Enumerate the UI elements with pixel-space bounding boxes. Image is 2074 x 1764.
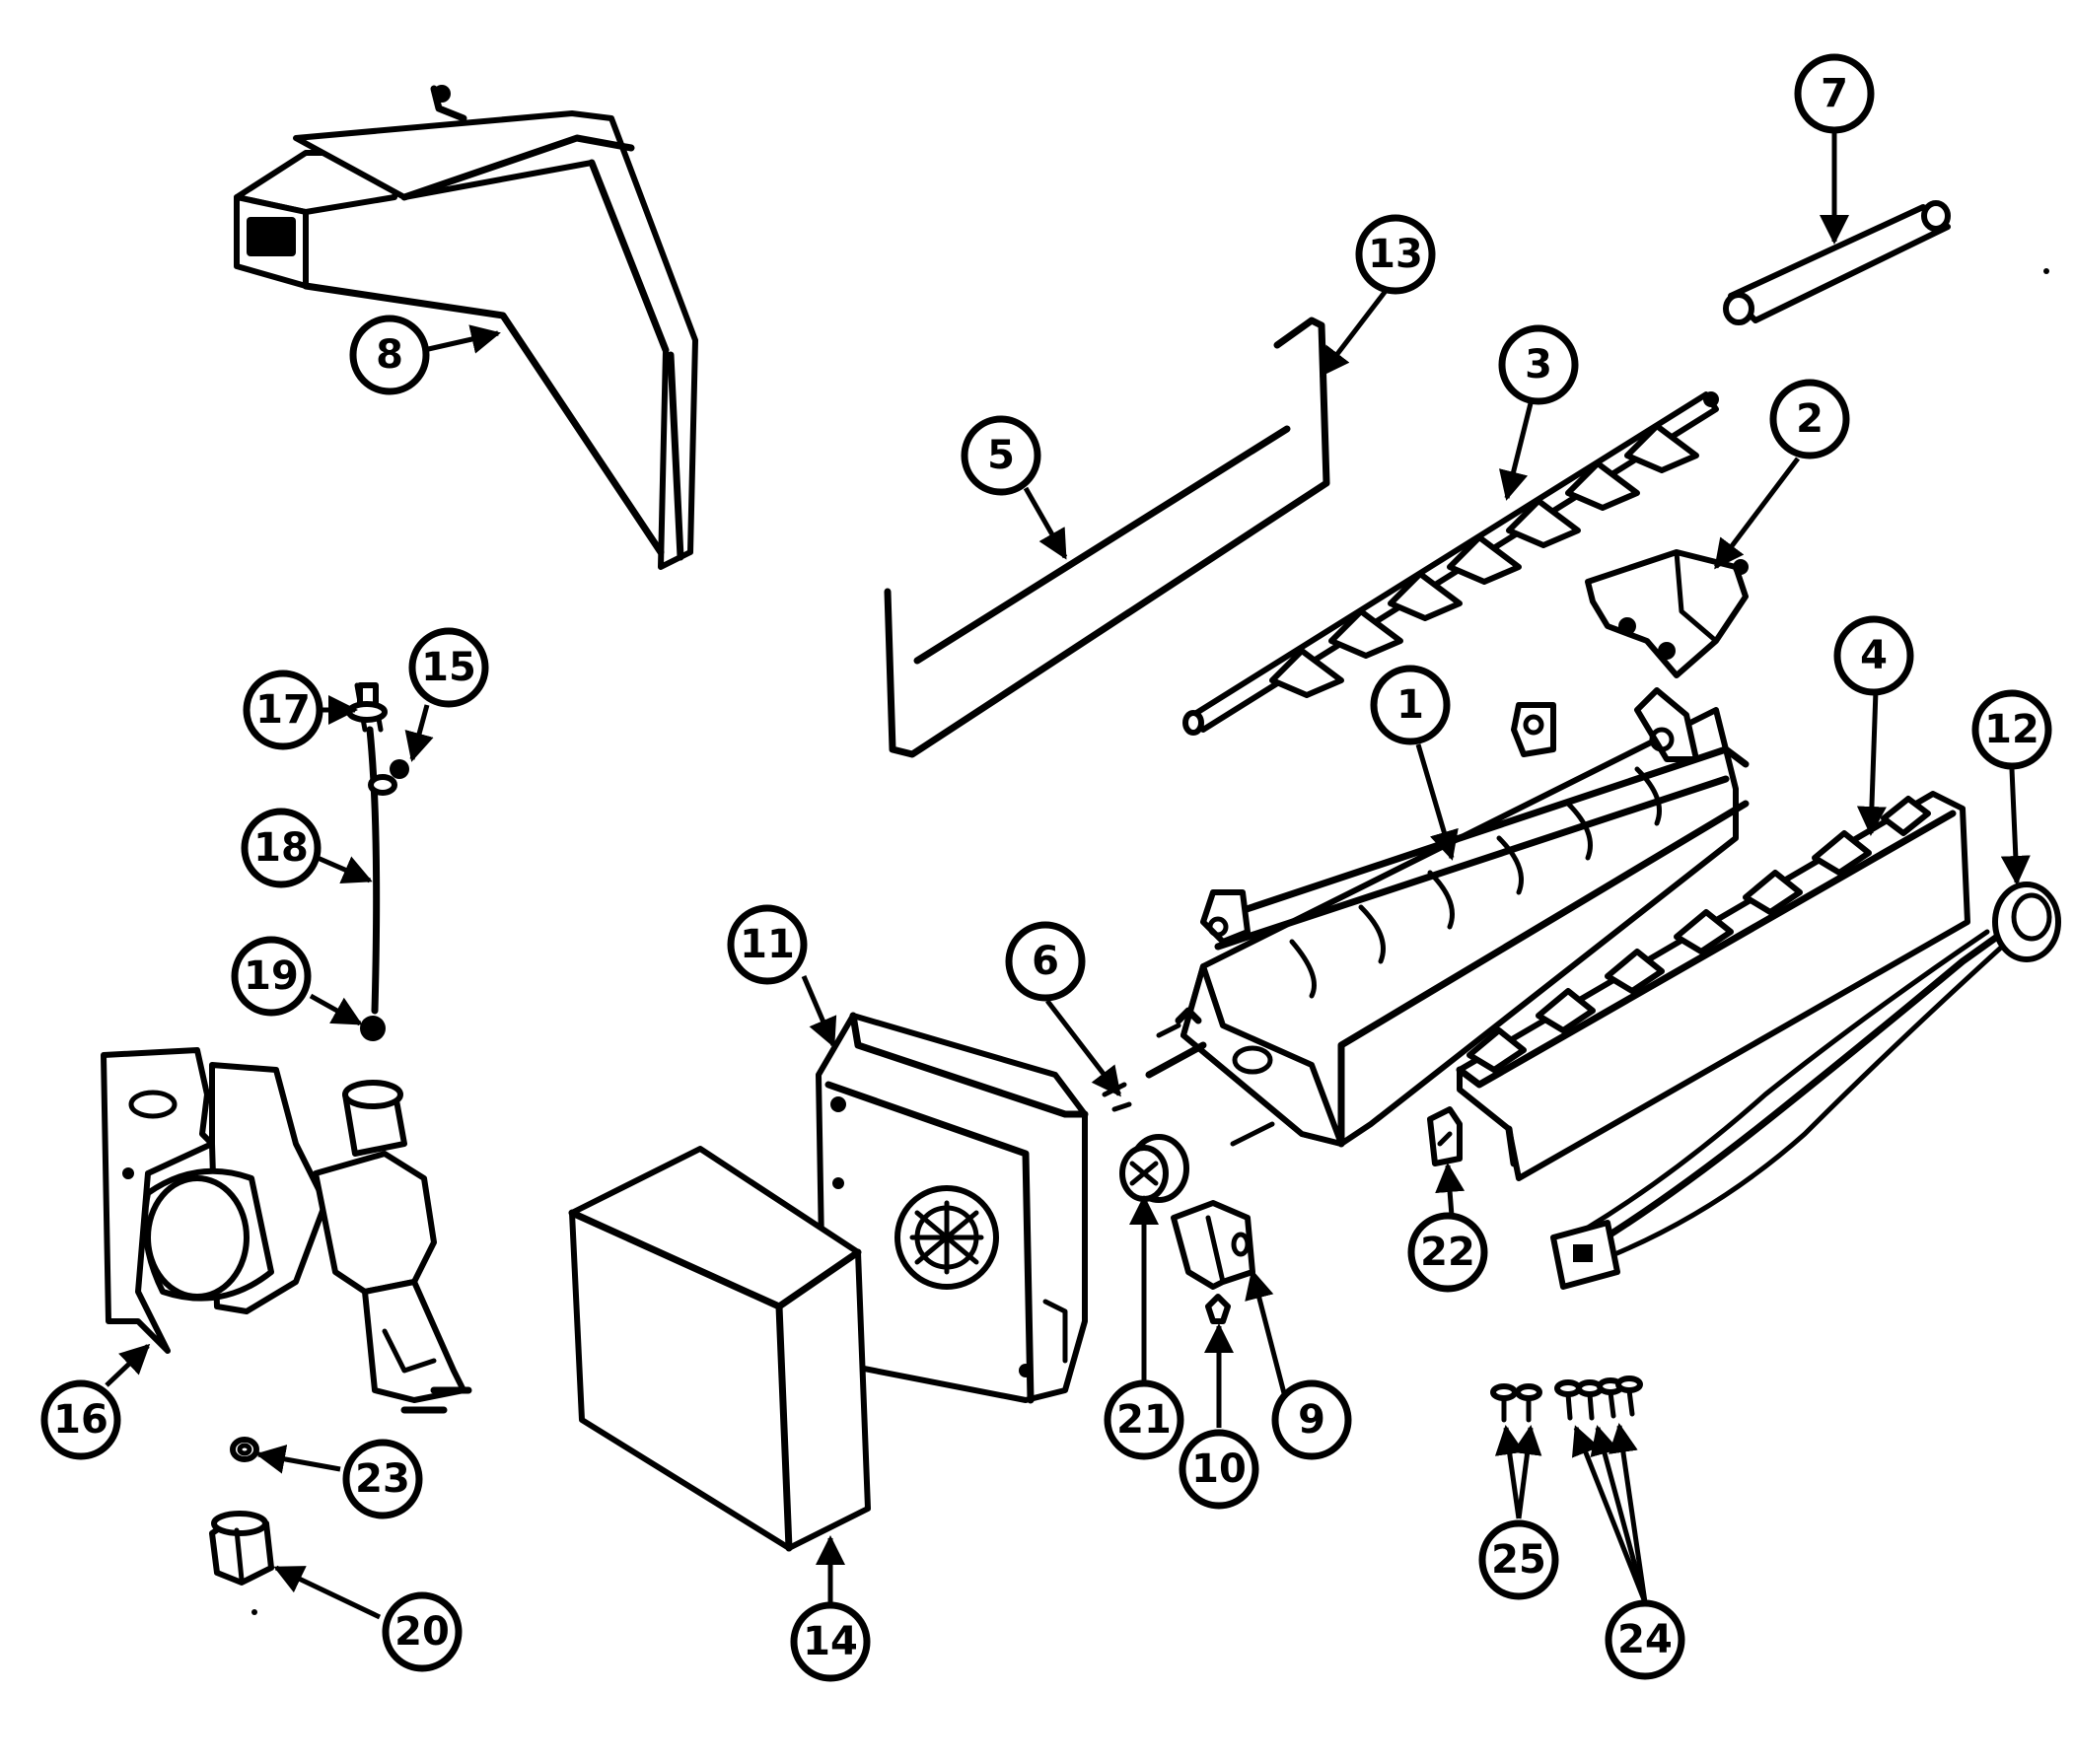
part-7-drawing [1723,200,1951,325]
callout-2: 2 [1769,379,1850,459]
callout-23: 23 [342,1439,423,1519]
part-11-drawing [816,1012,1089,1404]
callout-label: 10 [1191,1446,1247,1492]
callout-18: 18 [241,808,322,888]
callout-20: 20 [382,1591,463,1672]
part-1-drawing [1180,687,1750,1148]
callout-9: 9 [1271,1379,1352,1460]
callout-label: 24 [1617,1617,1673,1662]
callout-15: 15 [408,627,489,708]
part-16-drawing [101,1047,472,1414]
part-14-drawing [568,1146,871,1552]
part-5-drawing [913,425,1291,665]
leader-lines [105,128,2031,1620]
part-2-drawing [1585,549,1749,678]
callout-17: 17 [243,670,323,750]
callout-1: 1 [1370,665,1451,745]
callout-8: 8 [349,315,430,395]
part-8-drawing [234,85,698,570]
part-21-drawing [1119,1134,1189,1203]
part-18-drawing [354,682,384,1015]
part-24-drawing [1554,1376,1643,1421]
part-22-drawing [1427,1106,1463,1166]
part-19-drawing [360,1016,386,1041]
callout-label: 13 [1368,232,1423,277]
callout-24: 24 [1605,1599,1685,1680]
callout-6: 6 [1005,921,1086,1002]
part-20-drawing [209,1511,274,1586]
callout-25: 25 [1478,1519,1559,1600]
part-10-drawing [1205,1294,1231,1324]
part-3-drawing [1182,391,1719,736]
callout-label: 21 [1116,1397,1172,1443]
callout-13: 13 [1355,214,1436,295]
part-25-drawing [1490,1383,1542,1423]
callout-label: 9 [1298,1397,1325,1443]
callout-label: 5 [987,433,1015,478]
callout-label: 3 [1525,342,1552,388]
callout-label: 15 [421,645,476,690]
callout-label: 2 [1796,396,1824,442]
callout-label: 22 [1420,1230,1475,1275]
callout-14: 14 [790,1601,871,1682]
part-9-drawing [1171,1200,1255,1290]
part-13-drawing [884,317,1330,758]
callout-5: 5 [961,415,1041,496]
callout-7: 7 [1794,53,1875,134]
callout-4: 4 [1833,615,1914,696]
callout-label: 1 [1396,682,1424,728]
callout-label: 6 [1032,939,1059,984]
callout-label: 12 [1984,707,2039,752]
callout-22: 22 [1407,1212,1488,1293]
callout-11: 11 [727,904,808,985]
callout-label: 18 [253,825,309,871]
callout-16: 16 [40,1379,121,1460]
part-4-drawing [1456,791,1970,1181]
callout-label: 19 [244,953,299,999]
callout-12: 12 [1971,689,2052,770]
callout-19: 19 [231,936,312,1017]
callout-label: 16 [53,1397,108,1443]
callout-label: 14 [803,1619,858,1664]
callout-label: 23 [355,1456,410,1502]
callout-10: 10 [1179,1429,1259,1510]
callout-label: 7 [1821,71,1848,116]
callout-21: 21 [1104,1379,1184,1460]
callout-label: 4 [1860,633,1888,678]
part-12-drawing [1550,882,2061,1290]
callout-label: 17 [255,687,311,733]
callout-label: 20 [394,1609,450,1655]
callout-label: 11 [740,922,795,967]
part-15-drawing [368,759,409,796]
callout-3: 3 [1498,324,1579,405]
callout-label: 25 [1491,1537,1546,1583]
callout-label: 8 [376,332,403,378]
part-23-drawing [230,1437,259,1462]
